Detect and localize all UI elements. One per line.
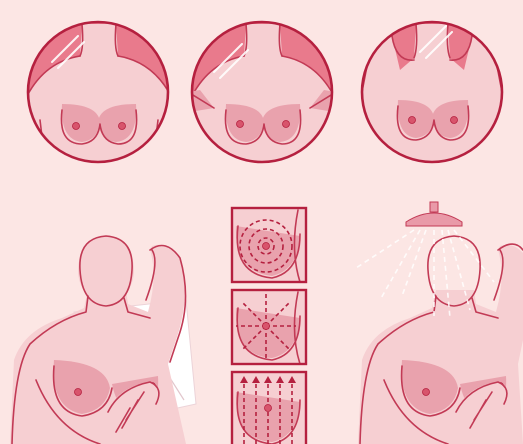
mirror-step-arms-raised <box>354 22 510 170</box>
mirror-step-hands-on-hips <box>184 22 342 170</box>
palpation-panel-wedge <box>232 290 306 364</box>
mirror-step-arms-at-sides <box>20 22 178 170</box>
palpation-panel-up-and-down <box>232 372 306 444</box>
shower-icon <box>406 202 462 226</box>
lying-down-step <box>10 236 196 444</box>
shower-step <box>356 202 523 444</box>
palpation-panel-circular <box>232 208 306 282</box>
